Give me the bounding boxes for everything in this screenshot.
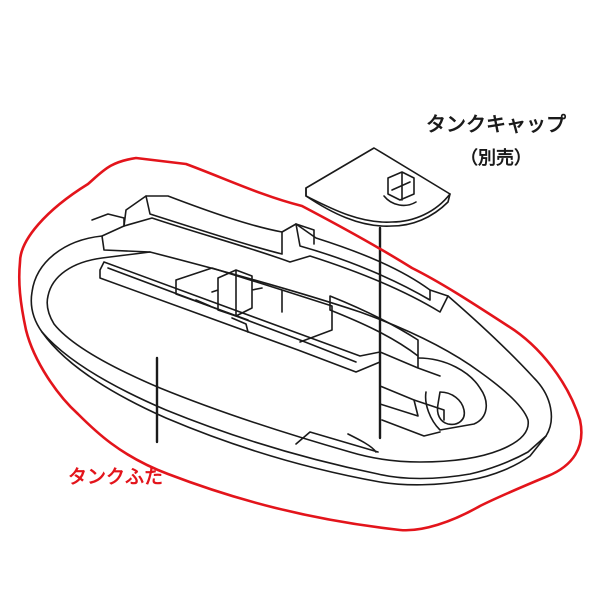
tank-cap-part — [305, 147, 451, 227]
lid-latch-block — [211, 269, 263, 317]
lid-right-box — [329, 295, 419, 357]
cap-edge — [305, 187, 451, 227]
lid-channel-inner — [107, 267, 357, 363]
lid-back-wall — [101, 195, 431, 301]
tank-lid-part — [30, 195, 553, 486]
lid-cap-seat — [417, 357, 487, 431]
cap-knob-base — [383, 195, 417, 207]
lid-tab-left — [91, 213, 125, 227]
tank-cap-label: タンクキャップ — [426, 112, 566, 136]
lid-outer-rim — [30, 195, 553, 480]
lid-latch-detail — [195, 299, 249, 333]
lid-cap-seat-inner — [436, 391, 466, 426]
cap-knob — [387, 171, 415, 201]
lid-right-box-lower — [379, 351, 441, 377]
highlight-outline — [17, 156, 583, 532]
lid-rim-edge — [41, 331, 547, 486]
cap-body — [305, 147, 451, 223]
tank-lid-label: タンクふた — [68, 466, 164, 488]
lid-back-ledge — [123, 217, 449, 313]
lid-inner-rim — [46, 251, 529, 463]
lid-tab-right — [295, 223, 315, 245]
sold-separately-label: （別売） — [460, 148, 532, 169]
lid-partition-right — [381, 399, 445, 437]
